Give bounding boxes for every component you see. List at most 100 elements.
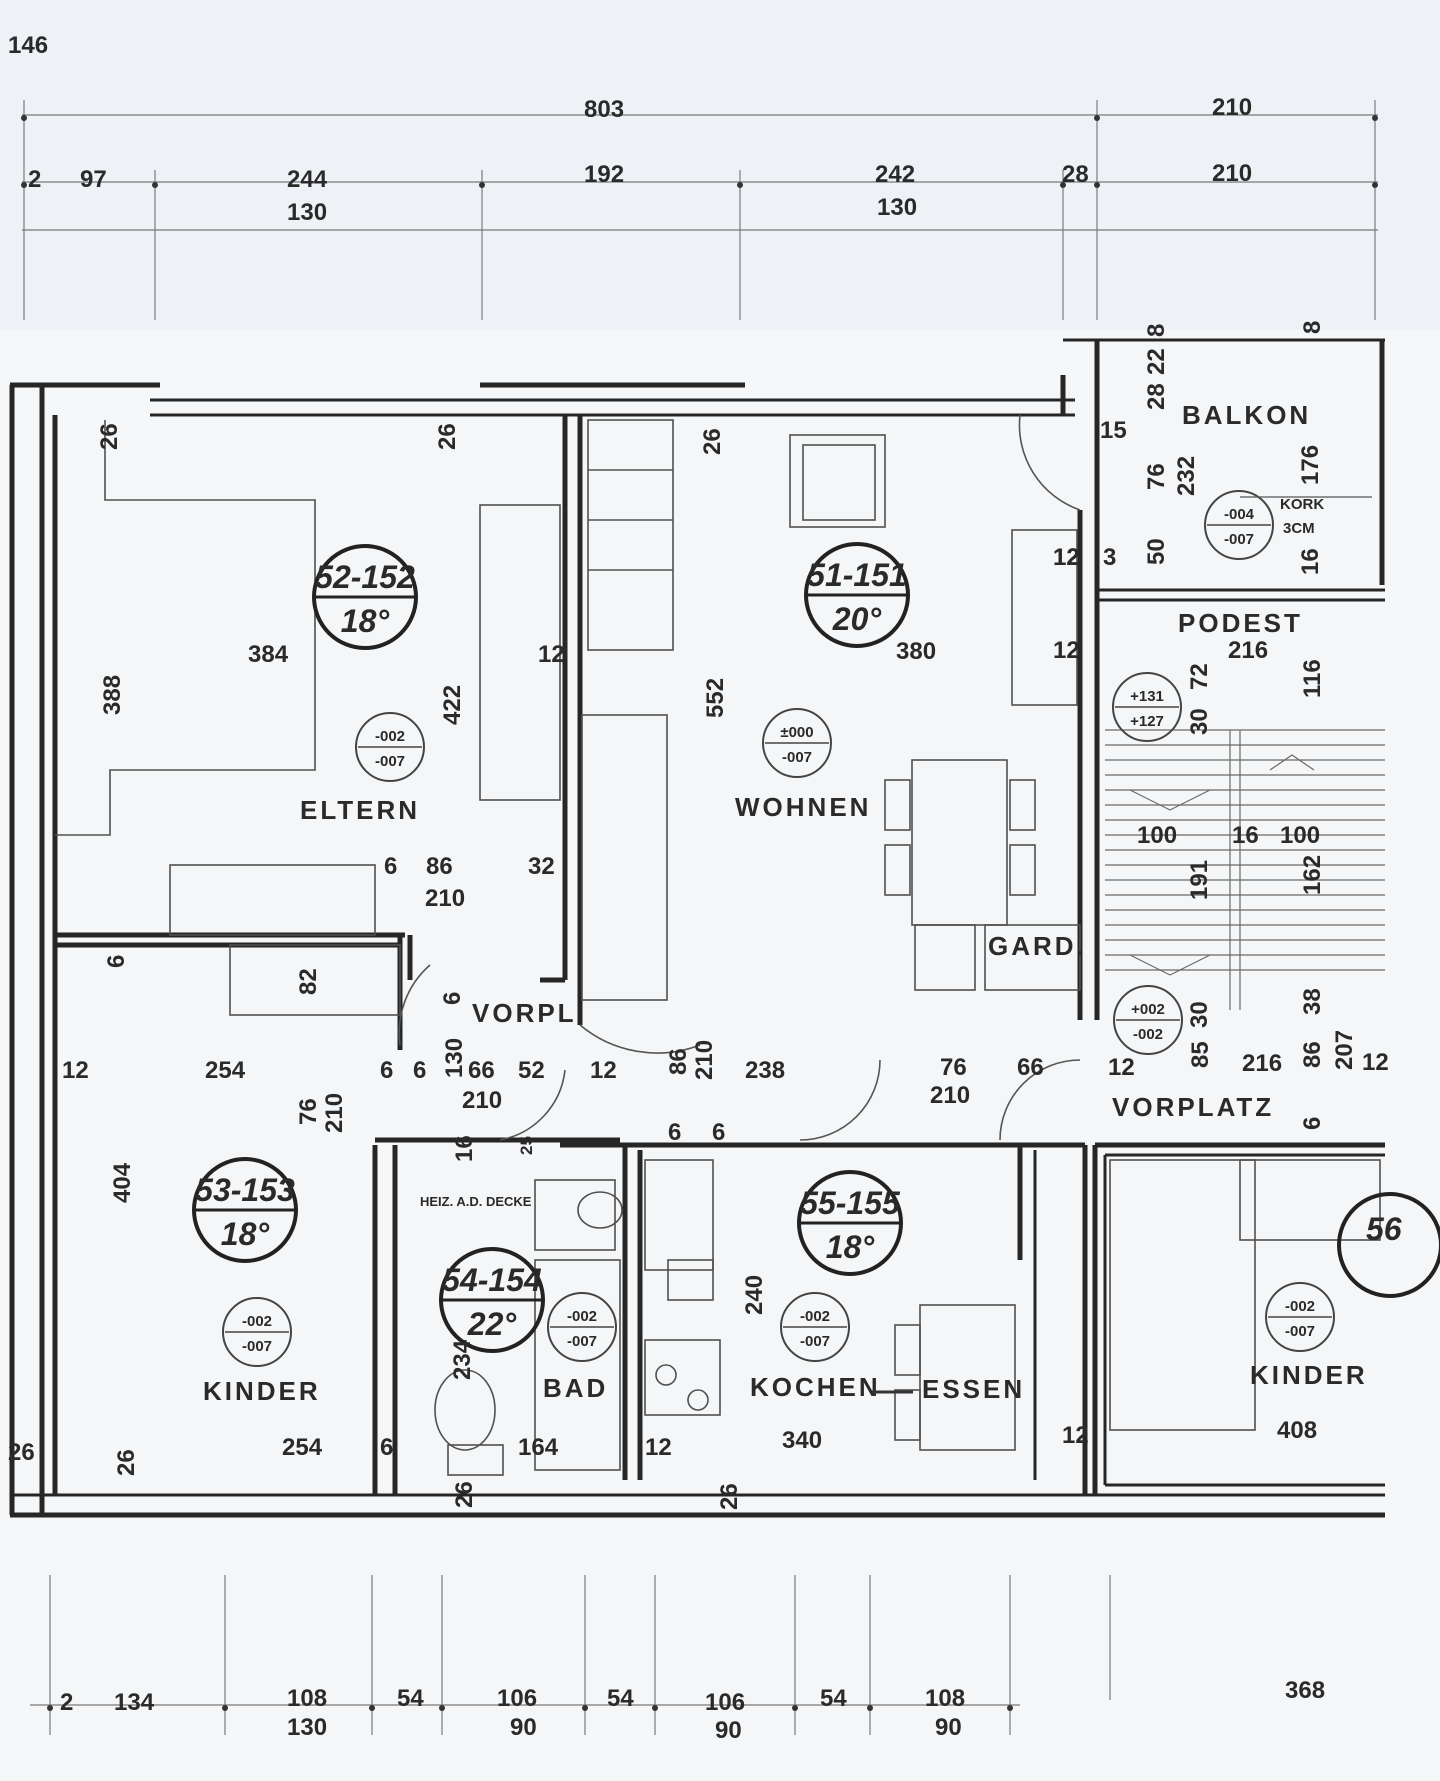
dim-bottom-130: 130 (287, 1714, 327, 1741)
svg-text:-004: -004 (1224, 506, 1255, 523)
svg-text:12: 12 (1053, 544, 1080, 571)
svg-text:-007: -007 (800, 1333, 830, 1350)
svg-text:72: 72 (1186, 663, 1213, 690)
room-number-kochen: 55-155 (800, 1185, 901, 1221)
dim-top-2: 2 (28, 166, 41, 193)
svg-text:-002: -002 (567, 1308, 597, 1325)
dim-bottom-90b: 90 (715, 1717, 742, 1744)
svg-text:26: 26 (699, 428, 726, 455)
svg-text:12: 12 (645, 1434, 672, 1461)
svg-text:25: 25 (517, 1136, 536, 1155)
top-dimension-lines (21, 100, 1378, 320)
svg-text:6: 6 (712, 1119, 725, 1146)
svg-text:12: 12 (62, 1057, 89, 1084)
dim-bottom-90c: 90 (935, 1714, 962, 1741)
level-kinder: -002 -007 (222, 1297, 292, 1367)
svg-text:210: 210 (930, 1082, 970, 1109)
dim-bottom-108b: 108 (925, 1685, 965, 1712)
svg-text:210: 210 (691, 1040, 718, 1080)
room-temp-bad: 22° (467, 1306, 517, 1342)
room-label-podest: PODEST (1178, 608, 1303, 638)
svg-text:30: 30 (1186, 708, 1213, 735)
svg-text:408: 408 (1277, 1417, 1317, 1444)
svg-text:100: 100 (1137, 822, 1177, 849)
dim-top-242: 242 (875, 161, 915, 188)
svg-text:6: 6 (380, 1434, 393, 1461)
svg-text:210: 210 (425, 885, 465, 912)
svg-text:82: 82 (295, 968, 322, 995)
svg-text:26: 26 (8, 1439, 35, 1466)
svg-text:100: 100 (1280, 822, 1320, 849)
top-dimension-labels: 803 210 2 97 244 130 192 242 130 28 210 (28, 94, 1252, 226)
corner-number: 146 (8, 32, 48, 59)
room-label-balkon: BALKON (1182, 400, 1311, 430)
dims-middle-row: 12 254 130 66 210 52 12 86 210 238 76 21… (62, 1030, 1389, 1114)
level-markers: -002 -007 ±000 -007 -004 -007 +131 +127 … (222, 490, 1335, 1367)
svg-text:-002: -002 (375, 728, 405, 745)
room-temp-wohnen: 20° (832, 601, 882, 637)
room-labels: ELTERN WOHNEN BALKON PODEST VORPLATZ KIN… (203, 400, 1372, 1406)
svg-text:191: 191 (1186, 860, 1213, 900)
svg-text:162: 162 (1299, 855, 1326, 895)
room-badge-kinder: 53-153 18° (192, 1157, 298, 1263)
dim-top-97: 97 (80, 166, 107, 193)
svg-text:254: 254 (205, 1057, 246, 1084)
svg-text:240: 240 (741, 1275, 768, 1315)
svg-text:216: 216 (1228, 637, 1268, 664)
stairs (1105, 729, 1385, 1010)
room-label-vorpl: VORPL (472, 998, 577, 1028)
room-label-vorplatz: VORPLATZ (1112, 1092, 1274, 1122)
furniture (55, 414, 1381, 1476)
room-label-kinder2: KINDER (1250, 1360, 1368, 1390)
svg-text:16: 16 (1297, 548, 1324, 575)
dims-balkon: 8 22 28 8 15 76 232 176 50 16 12 3 (1053, 321, 1326, 575)
dim-top-130b: 130 (877, 194, 917, 221)
svg-text:26: 26 (716, 1483, 743, 1510)
svg-text:-002: -002 (242, 1313, 272, 1330)
dim-top-balkon: 210 (1212, 94, 1252, 121)
dims-kochen: 240 340 12 26 (716, 1275, 1089, 1510)
dim-top-244: 244 (287, 166, 328, 193)
svg-text:26: 26 (451, 1481, 478, 1508)
dim-bottom-54a: 54 (397, 1685, 424, 1712)
dim-top-210: 210 (1212, 160, 1252, 187)
svg-text:12: 12 (1362, 1049, 1389, 1076)
svg-text:+131: +131 (1130, 688, 1164, 705)
svg-text:3: 3 (1103, 544, 1116, 571)
dim-bottom-54c: 54 (820, 1685, 847, 1712)
level-bad: -002 -007 (547, 1292, 617, 1362)
svg-text:-007: -007 (567, 1333, 597, 1350)
bottom-dimension-lines (30, 1575, 1111, 1735)
balkon-note-2: 3CM (1283, 520, 1315, 537)
svg-text:404: 404 (109, 1162, 136, 1203)
room-badge-eltern: 52-152 18° (312, 544, 418, 650)
svg-text:86: 86 (426, 853, 453, 880)
svg-text:38: 38 (1299, 988, 1326, 1015)
room-label-kinder: KINDER (203, 1376, 321, 1406)
svg-text:±000: ±000 (780, 724, 813, 741)
room-label-essen: ESSEN (922, 1374, 1025, 1404)
svg-text:-002: -002 (1133, 1026, 1163, 1043)
room-label-kochen: KOCHEN (750, 1372, 881, 1402)
svg-text:+127: +127 (1130, 713, 1164, 730)
svg-text:66: 66 (1017, 1054, 1044, 1081)
svg-text:-002: -002 (1285, 1298, 1315, 1315)
svg-text:6: 6 (103, 955, 130, 968)
dim-bottom-106b: 106 (705, 1689, 745, 1716)
svg-text:388: 388 (99, 675, 126, 715)
svg-text:26: 26 (113, 1449, 140, 1476)
svg-text:6: 6 (439, 992, 466, 1005)
svg-text:12: 12 (538, 641, 565, 668)
room-badge-kinder2: 56 (1337, 1192, 1440, 1298)
svg-text:12: 12 (1053, 637, 1080, 664)
svg-text:164: 164 (518, 1434, 559, 1461)
dim-bottom-368: 368 (1285, 1677, 1325, 1704)
dim-bottom-134: 134 (114, 1689, 155, 1716)
dim-bottom-106a: 106 (497, 1685, 537, 1712)
svg-text:52: 52 (518, 1057, 545, 1084)
room-number-bad: 54-154 (442, 1262, 542, 1298)
svg-text:26: 26 (434, 423, 461, 450)
svg-text:76: 76 (940, 1054, 967, 1081)
svg-text:176: 176 (1297, 445, 1324, 485)
svg-text:12: 12 (1053, 544, 1080, 571)
